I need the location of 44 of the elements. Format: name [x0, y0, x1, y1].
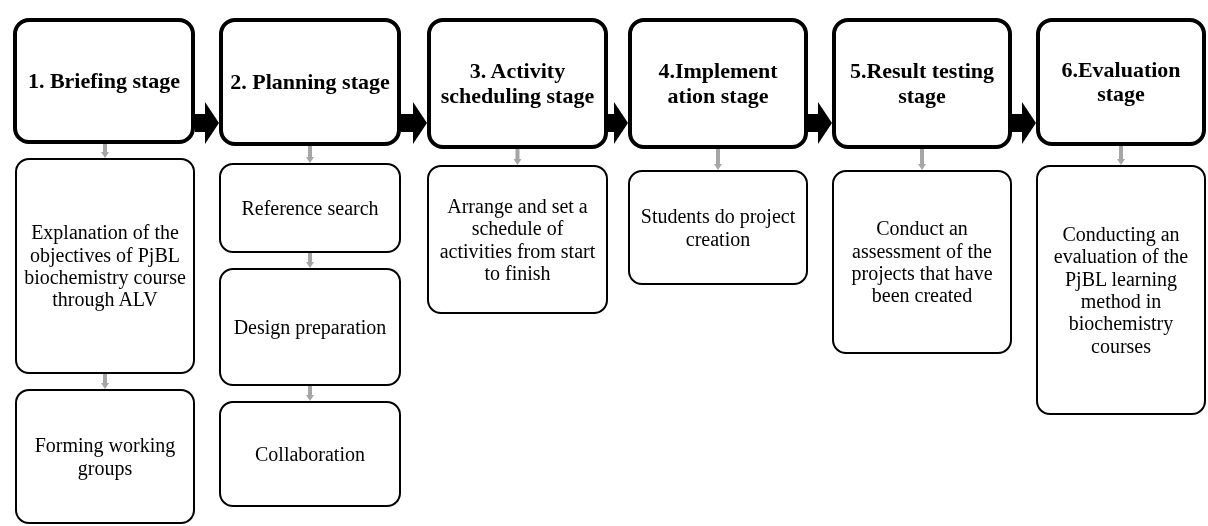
arrow [808, 102, 832, 144]
step-text: Arrange and set a schedule of activities from start to finish [438, 194, 597, 285]
arrow [1012, 102, 1036, 144]
stage-title: 1. Briefing stage [27, 68, 181, 94]
stage-title: 6.Evaluation stage [1060, 57, 1182, 107]
stage-box [427, 18, 608, 149]
arrow [101, 374, 109, 389]
arrow [714, 149, 722, 170]
step-text: Forming working groups [33, 434, 177, 479]
arrow [306, 386, 314, 401]
step-text: Students do project creation [639, 205, 797, 250]
stage-title: 2. Planning stage [230, 69, 390, 95]
step-text: Collaboration [255, 442, 365, 466]
step-box [219, 401, 401, 507]
arrow [1117, 146, 1125, 165]
step-box [219, 163, 401, 253]
step-box [832, 170, 1012, 354]
stage-box [832, 18, 1012, 149]
step-box [427, 165, 608, 314]
stage-title: 3. Activity scheduling stage [439, 59, 596, 108]
arrow [306, 146, 314, 163]
arrow [195, 102, 219, 144]
arrow [513, 149, 522, 165]
step-text: Conduct an assessment of the projects that have been created [850, 217, 994, 307]
stage-box [628, 18, 808, 149]
step-box [628, 170, 808, 285]
step-box [1036, 165, 1206, 415]
step-text: Conducting an evaluation of the PjBL learning method in biochemistry courses [1052, 222, 1190, 358]
arrow [918, 149, 926, 170]
step-text: Explanation of the objectives of PjBL biochemistry course through ALV [23, 221, 187, 311]
step-box [15, 389, 195, 524]
arrow [306, 253, 314, 268]
stage-title: 4.Implement ation stage [657, 59, 779, 108]
stage-box [219, 18, 401, 146]
stage-box [1036, 18, 1206, 146]
arrow [101, 144, 109, 158]
stage-title: 5.Result testing stage [848, 59, 996, 108]
step-box [219, 268, 401, 386]
stage-box [13, 18, 195, 144]
arrow [401, 102, 427, 144]
step-text: Reference search [241, 196, 379, 220]
arrow [608, 102, 628, 144]
step-box [15, 158, 195, 374]
step-text: Design preparation [233, 315, 387, 339]
